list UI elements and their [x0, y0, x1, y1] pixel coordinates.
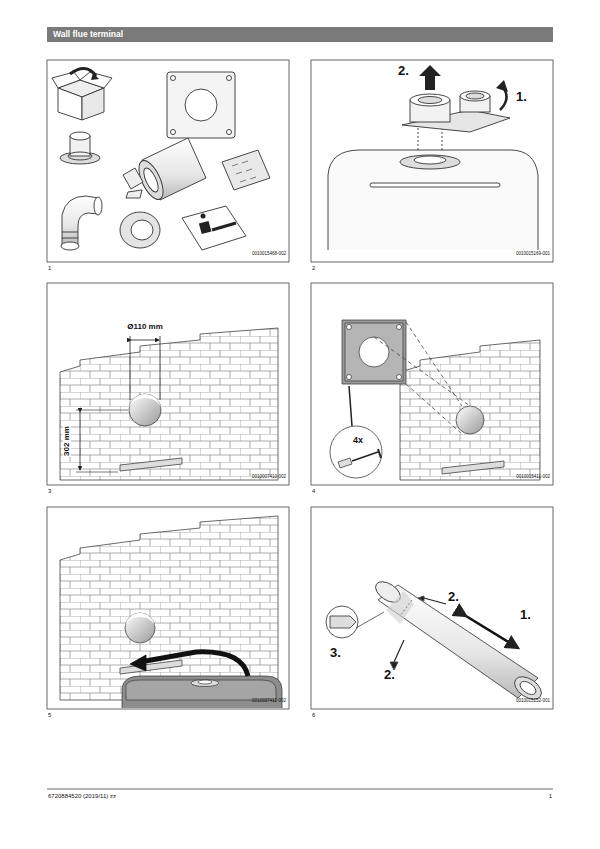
image-code: 0010015411-002	[516, 475, 550, 480]
image-code: 0010015169-001	[516, 252, 550, 257]
step-number: 2.	[398, 64, 409, 77]
figure-number: 6	[312, 712, 315, 718]
figure-number: 2	[312, 265, 315, 271]
step-number: 2.	[448, 590, 459, 603]
figure-number: 3	[48, 488, 51, 494]
image-code: 0010007410-002	[252, 475, 286, 480]
dimension: 302 mm	[63, 425, 71, 457]
document-number: 6720884520 (2019/11) zz	[48, 793, 116, 799]
page-title: Wall flue terminal	[53, 29, 123, 39]
dimension: Ø110 mm	[127, 323, 163, 331]
step-number: 3.	[330, 646, 341, 659]
image-code: 0010007412-002	[252, 699, 286, 704]
figure-number: 1	[48, 265, 51, 271]
quantity: 4x	[353, 436, 363, 445]
figure-number: 4	[312, 488, 315, 494]
step-number: 1.	[520, 608, 531, 621]
page-number: 1	[549, 793, 552, 799]
step-number: 2.	[384, 668, 395, 681]
image-code: 0010015152-001	[516, 699, 550, 704]
figure-number: 5	[48, 712, 51, 718]
step-number: 1.	[516, 90, 527, 103]
image-code: 0010015468-002	[252, 252, 286, 257]
